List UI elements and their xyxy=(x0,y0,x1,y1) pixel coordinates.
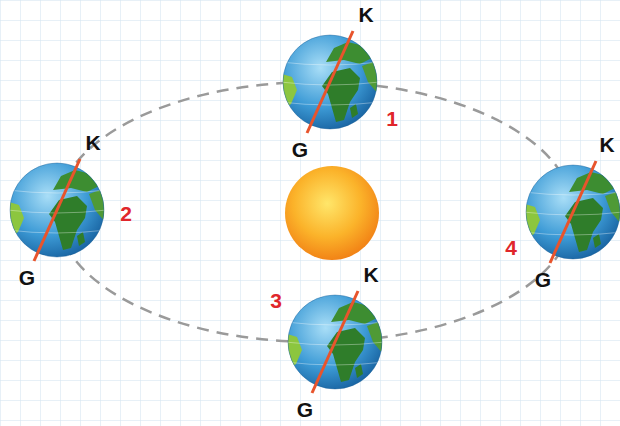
axis-label: G xyxy=(297,399,313,420)
axis-label: K xyxy=(599,134,614,155)
callout-number: 3 xyxy=(270,290,282,311)
callout-number: 2 xyxy=(120,203,132,224)
axis-label: G xyxy=(19,267,35,288)
axis-label: G xyxy=(535,269,551,290)
axis-label: K xyxy=(85,132,100,153)
callout-number: 1 xyxy=(386,108,398,129)
axis-label: G xyxy=(292,139,308,160)
callout-number: 4 xyxy=(505,237,517,258)
axis-label: K xyxy=(358,4,373,25)
axis-label: K xyxy=(363,264,378,285)
